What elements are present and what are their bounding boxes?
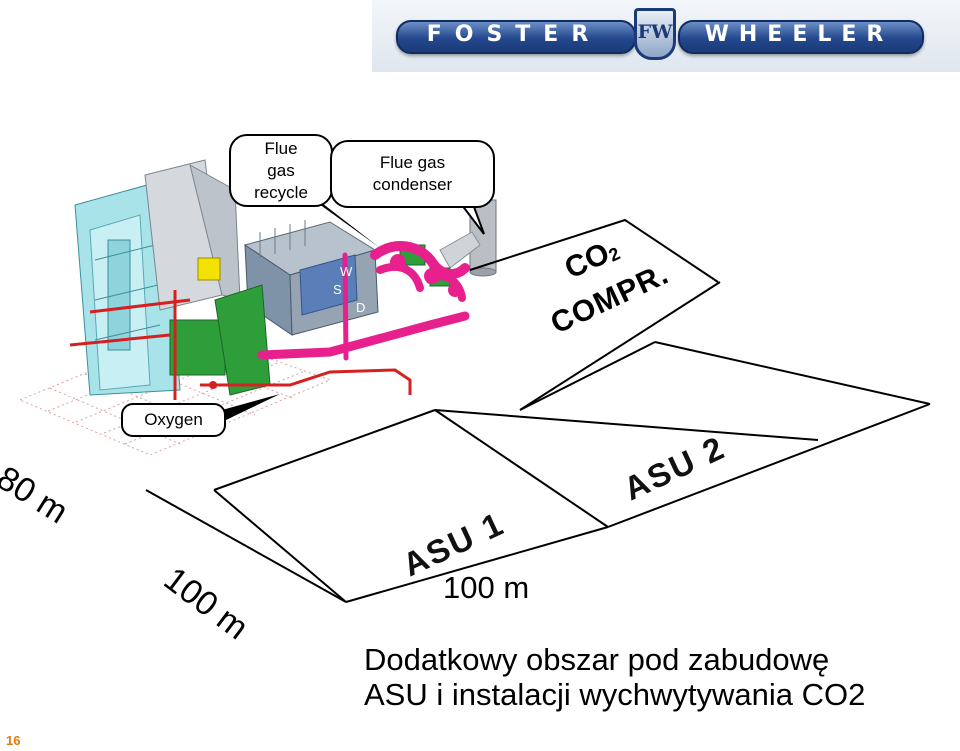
logo-right-pill xyxy=(678,20,924,54)
oxygen-valve xyxy=(209,381,217,389)
callout-flue-gas-recycle-line-2: gas xyxy=(267,161,295,180)
logo-banner: FOSTER WHEELER FW xyxy=(372,0,960,72)
site-plot-outline xyxy=(145,218,931,603)
logo-word-wheeler: WHEELER xyxy=(704,22,894,47)
caption: Dodatkowy obszar pod zabudowę ASU i inst… xyxy=(364,642,865,712)
equipment-letter-w: W xyxy=(340,264,353,279)
callout-flue-gas-recycle: Flue gas recycle xyxy=(229,134,333,207)
magenta-flanges xyxy=(390,254,462,297)
oxygen-pipes xyxy=(69,290,412,400)
callout-oxygen: Oxygen xyxy=(121,403,226,437)
callout-flue-gas-recycle-line-3: recycle xyxy=(254,183,308,202)
callout-flue-gas-condenser-line-2: condenser xyxy=(372,175,453,194)
flue-gas-pipes xyxy=(257,241,470,361)
page-number: 16 xyxy=(6,733,21,748)
equipment-letter-d: D xyxy=(356,300,366,315)
caption-line-2: ASU i instalacji wychwytywania CO2 xyxy=(364,677,866,712)
turbine-hall xyxy=(144,159,241,311)
dimension-label-100m-front: 100 m xyxy=(443,570,530,605)
caption-line-1: Dodatkowy obszar pod zabudowę xyxy=(364,642,830,677)
equipment-letter-s: S xyxy=(333,282,342,297)
callout-flue-gas-recycle-line-1: Flue xyxy=(264,139,298,158)
callout-flue-gas-condenser-line-1: Flue gas xyxy=(379,153,446,172)
logo-emblem: FW xyxy=(634,8,676,60)
filter-units xyxy=(243,220,379,336)
logo-left-pill xyxy=(396,20,636,54)
logo-word-foster: FOSTER xyxy=(426,22,602,47)
callout-flue-gas-condenser: Flue gas condenser xyxy=(330,140,495,208)
